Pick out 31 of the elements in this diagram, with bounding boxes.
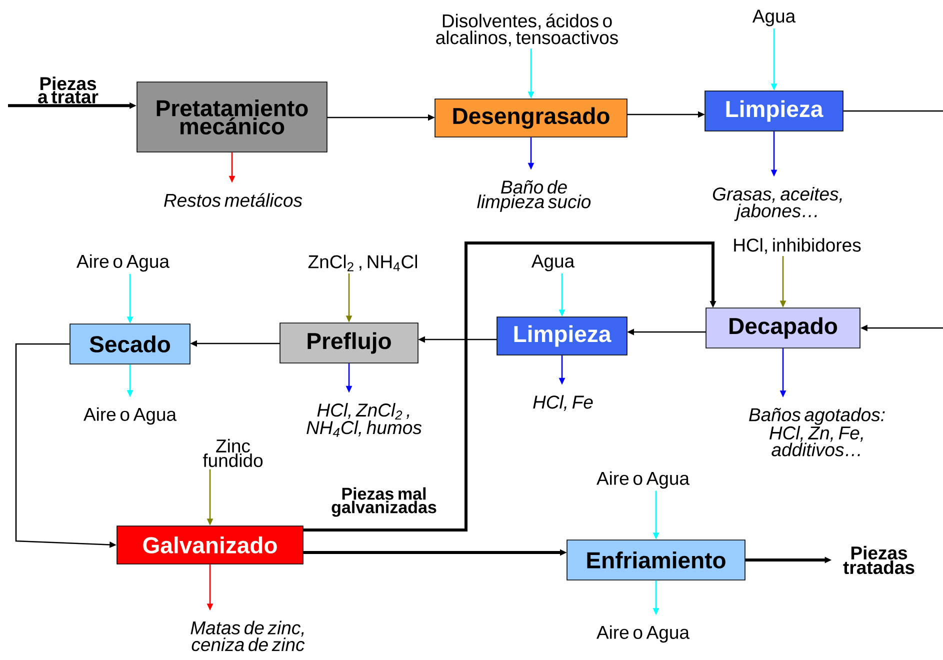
input-label: Disolventes, ácidos o alcalinos, tensoactivos [436,14,618,46]
input-label: Aire o Agua [76,254,170,272]
input-label: Agua [531,254,575,272]
piece-label: Piezas a tratar [38,76,98,104]
input-label: Aire o Agua [84,407,177,425]
arrow [843,110,943,332]
input-label: Agua [752,10,796,26]
piece-label: Piezas tratadas [843,546,914,574]
process-box: Enfriamiento [566,540,746,580]
process-box: Limpieza [496,316,628,356]
edge-label: Piezas mal galvanizadas [319,486,449,518]
input-label: HCl, inhibidores [734,238,861,254]
arrow [303,242,716,532]
output-label: Grasas, aceites, jabones… [712,186,842,221]
input-label: Aire o Agua [596,471,690,489]
process-box: Galvanizado [116,526,304,564]
process-box: Pretatamiento mecánico [136,82,328,152]
process-box: Decapado [706,308,860,348]
output-label: HCl, Fe [533,395,593,411]
process-box: Preflujo [280,322,418,364]
input-label: Zinc fundido [202,438,263,468]
output-label: Baños agotados: HCl, Zn, Fe, additivos… [749,408,885,456]
output-label: Baño de limpieza sucio [477,180,591,212]
output-label: Restos metálicos [164,193,302,207]
output-label: HCl, ZnCl$_{2}$ , NH$_{4}$Cl, humos [306,403,422,437]
input-label: ZnCl$_{2}$ , NH$_{4}$Cl [308,254,417,272]
process-box: Limpieza [704,90,844,132]
output-label: Matas de zinc, ceniza de zinc [190,620,305,652]
process-box: Secado [70,324,190,364]
input-label: Aire o Agua [596,625,690,643]
process-box: Desengrasado [434,98,628,138]
